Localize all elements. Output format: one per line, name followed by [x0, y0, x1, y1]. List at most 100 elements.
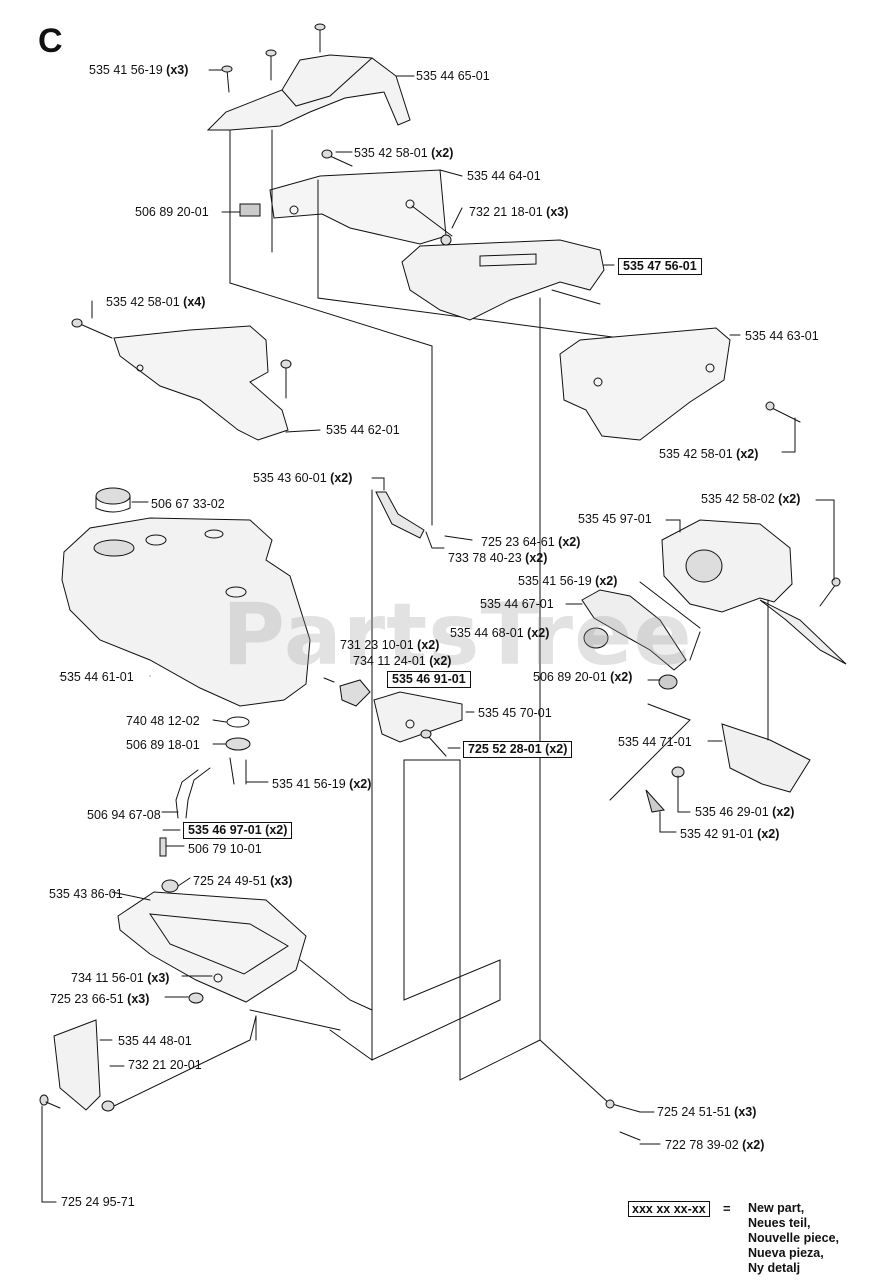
part-label: 535 44 48-01: [118, 1034, 192, 1049]
part-quantity: (x2): [425, 654, 452, 668]
part-quantity: (x2): [768, 805, 795, 819]
battery-box-part: [117, 891, 307, 1003]
part-label: 732 21 18-01 (x3): [469, 205, 568, 220]
part-label: 506 89 20-01 (x2): [533, 670, 632, 685]
part-label: 535 42 91-01 (x2): [680, 827, 779, 842]
part-number: 506 89 20-01: [533, 670, 607, 684]
part-quantity: (x2): [606, 670, 633, 684]
part-number: 506 89 20-01: [135, 205, 209, 219]
part-number: 732 21 18-01: [469, 205, 543, 219]
part-quantity: (x2): [523, 626, 550, 640]
part-number: 506 79 10-01: [188, 842, 262, 856]
part-label: 722 78 39-02 (x2): [665, 1138, 764, 1153]
part-number: 535 44 61-01: [60, 670, 134, 684]
part-quantity: (x3): [730, 1105, 757, 1119]
part-quantity: (x2): [521, 551, 548, 565]
part-number: 535 43 60-01: [253, 471, 327, 485]
part-label: 506 79 10-01: [188, 842, 262, 857]
legend-line: Neues teil,: [748, 1216, 811, 1230]
part-label: 535 44 62-01: [326, 423, 400, 438]
part-label: 535 44 63-01: [745, 329, 819, 344]
part-label: 535 41 56-19 (x3): [89, 63, 188, 78]
part-number: 734 11 24-01: [353, 654, 426, 668]
part-label: 535 45 97-01: [578, 512, 652, 527]
part-number: 535 42 58-01: [106, 295, 180, 309]
part-label: 506 94 67-08: [87, 808, 161, 823]
part-number: 722 78 39-02: [665, 1138, 739, 1152]
part-number: 740 48 12-02: [126, 714, 200, 728]
fuel-cap-part: [95, 487, 131, 505]
part-number: 732 21 20-01: [128, 1058, 202, 1072]
part-number: 535 44 65-01: [416, 69, 490, 83]
part-number: 535 46 29-01: [695, 805, 769, 819]
part-number: 535 46 97-01: [188, 823, 262, 837]
part-number: 535 42 58-01: [659, 447, 733, 461]
part-number: 725 23 64-61: [481, 535, 555, 549]
part-number: 734 11 56-01: [71, 971, 144, 985]
part-number: 535 45 70-01: [478, 706, 552, 720]
part-number: 535 44 67-01: [480, 597, 554, 611]
part-label: 740 48 12-02: [126, 714, 200, 729]
part-label: 734 11 24-01 (x2): [353, 654, 451, 669]
part-number: 535 43 86-01: [49, 887, 123, 901]
part-label: 535 44 67-01: [480, 597, 554, 612]
part-number: 506 89 18-01: [126, 738, 200, 752]
part-label: 506 67 33-02: [151, 497, 225, 512]
part-number: 535 44 63-01: [745, 329, 819, 343]
part-label: 725 23 66-51 (x3): [50, 992, 149, 1007]
part-number: 535 42 91-01: [680, 827, 754, 841]
switch-part: [339, 679, 371, 707]
side-cover-part: [53, 1019, 101, 1111]
part-quantity: (x3): [266, 874, 293, 888]
part-quantity: (x2): [554, 535, 581, 549]
part-number: 535 44 64-01: [467, 169, 541, 183]
part-label: 731 23 10-01 (x2): [340, 638, 439, 653]
legend-line: Nueva pieza,: [748, 1246, 824, 1260]
part-quantity: (x3): [162, 63, 189, 77]
part-label: 535 47 56-01: [618, 258, 702, 275]
part-label: 725 24 51-51 (x3): [657, 1105, 756, 1120]
part-number: 733 78 40-23: [448, 551, 522, 565]
fuel-tank-part: [61, 517, 311, 707]
part-label: 725 52 28-01 (x2): [463, 741, 573, 758]
right-panel-part: [559, 327, 731, 441]
part-label: 535 41 56-19 (x2): [518, 574, 617, 589]
part-quantity: (x2): [261, 823, 288, 837]
part-label: 732 21 20-01: [128, 1058, 202, 1073]
hood-part: [661, 519, 793, 613]
part-label: 506 89 18-01: [126, 738, 200, 753]
part-number: 535 44 71-01: [618, 735, 692, 749]
watermark: PartsTree: [222, 585, 693, 685]
part-quantity: (x2): [738, 1138, 765, 1152]
part-label: 506 89 20-01: [135, 205, 209, 220]
part-label: 535 42 58-01 (x2): [354, 146, 453, 161]
bracket-part: [375, 491, 425, 539]
part-label: 535 46 91-01: [387, 671, 471, 688]
top-cover-part: [206, 54, 411, 131]
part-quantity: (x2): [326, 471, 353, 485]
part-quantity: (x2): [345, 777, 372, 791]
part-number: 535 46 91-01: [392, 672, 466, 686]
part-quantity: (x2): [541, 742, 568, 756]
part-label: 535 43 60-01 (x2): [253, 471, 352, 486]
part-label: 535 46 29-01 (x2): [695, 805, 794, 820]
part-quantity: (x2): [774, 492, 801, 506]
part-number: 535 41 56-19: [518, 574, 592, 588]
part-number: 535 42 58-01: [354, 146, 428, 160]
part-number: 535 42 58-02: [701, 492, 775, 506]
part-label: 535 44 68-01 (x2): [450, 626, 549, 641]
part-number: 506 67 33-02: [151, 497, 225, 511]
part-number: 725 24 95-71: [61, 1195, 135, 1209]
control-panel-part: [401, 239, 605, 321]
part-quantity: (x2): [591, 574, 618, 588]
part-number: 506 94 67-08: [87, 808, 161, 822]
legend-line: Ny detalj: [748, 1261, 801, 1275]
headlight-housing-part: [581, 589, 687, 671]
part-label: 734 11 56-01 (x3): [71, 971, 169, 986]
part-quantity: (x3): [542, 205, 569, 219]
part-quantity: (x3): [123, 992, 150, 1006]
section-letter: C: [38, 22, 63, 60]
part-label: 535 44 71-01: [618, 735, 692, 750]
reflector-part: [721, 723, 811, 793]
